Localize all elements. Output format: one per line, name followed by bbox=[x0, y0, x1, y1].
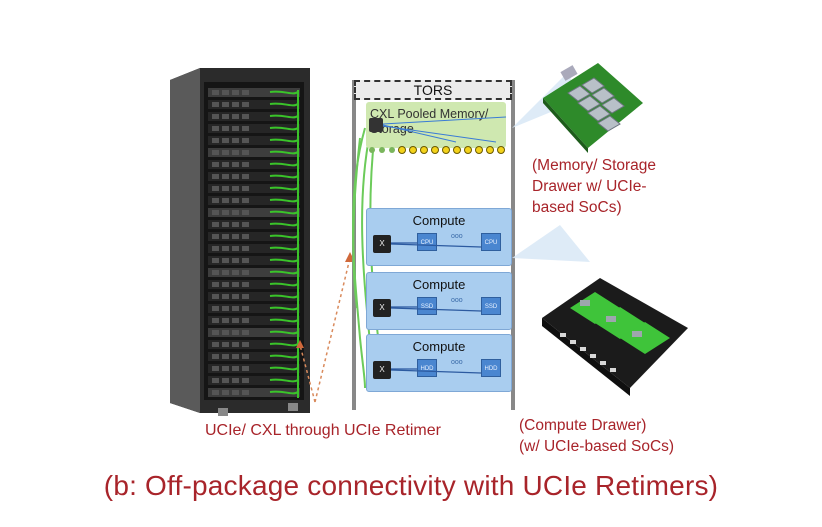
compute-link-line bbox=[391, 306, 482, 312]
memory-connector-dots bbox=[369, 146, 505, 154]
memory-block-links bbox=[369, 116, 507, 143]
ellipsis-dots: ooo bbox=[451, 359, 463, 366]
compute-drawer-label-line: (Compute Drawer) bbox=[519, 417, 647, 434]
compute-title: Compute bbox=[412, 213, 466, 228]
switch-chip: X bbox=[373, 299, 391, 317]
switch-chip: X bbox=[373, 361, 391, 379]
ssd-chip: SSD bbox=[417, 297, 437, 315]
compute-title: Compute bbox=[412, 339, 466, 354]
memory-drawer-illustration bbox=[543, 63, 643, 153]
cpu-chip-end: CPU bbox=[481, 233, 501, 251]
compute-title: Compute bbox=[412, 277, 466, 292]
tors-switch-box: TORS bbox=[354, 80, 512, 100]
memory-drawer-label-line: based SoCs) bbox=[532, 199, 622, 216]
compute-block-2: Compute X SSD ooo SSD bbox=[366, 272, 512, 330]
hdd-chip: HDD bbox=[417, 359, 437, 377]
cpu-chip: CPU bbox=[417, 233, 437, 251]
server-rack-illustration bbox=[170, 68, 310, 416]
compute-drawer-label-line: (w/ UCIe-based SoCs) bbox=[519, 438, 675, 455]
memory-drawer-label-line: Drawer w/ UCIe- bbox=[532, 178, 647, 195]
memory-drawer-label: (Memory/ Storage Drawer w/ UCIe- based S… bbox=[532, 155, 656, 218]
compute-drawer-label: (Compute Drawer) (w/ UCIe-based SoCs) bbox=[519, 415, 674, 457]
compute-block-3: Compute X HDD ooo HDD bbox=[366, 334, 512, 392]
tors-label: TORS bbox=[413, 82, 453, 98]
compute-drawer-illustration bbox=[542, 278, 688, 396]
retimer-label: UCIe/ CXL through UCIe Retimer bbox=[205, 422, 441, 439]
ssd-chip-end: SSD bbox=[481, 297, 501, 315]
compute-link-line bbox=[391, 242, 482, 248]
hdd-chip-end: HDD bbox=[481, 359, 501, 377]
compute-block-1: Compute X CPU ooo CPU bbox=[366, 208, 512, 266]
figure-caption: (b: Off-package connectivity with UCIe R… bbox=[103, 470, 719, 501]
ellipsis-dots: ooo bbox=[451, 297, 463, 304]
compute-link-line bbox=[391, 368, 482, 374]
switch-chip: X bbox=[373, 235, 391, 253]
ellipsis-dots: ooo bbox=[451, 233, 463, 240]
memory-drawer-label-line: (Memory/ Storage bbox=[532, 157, 657, 174]
